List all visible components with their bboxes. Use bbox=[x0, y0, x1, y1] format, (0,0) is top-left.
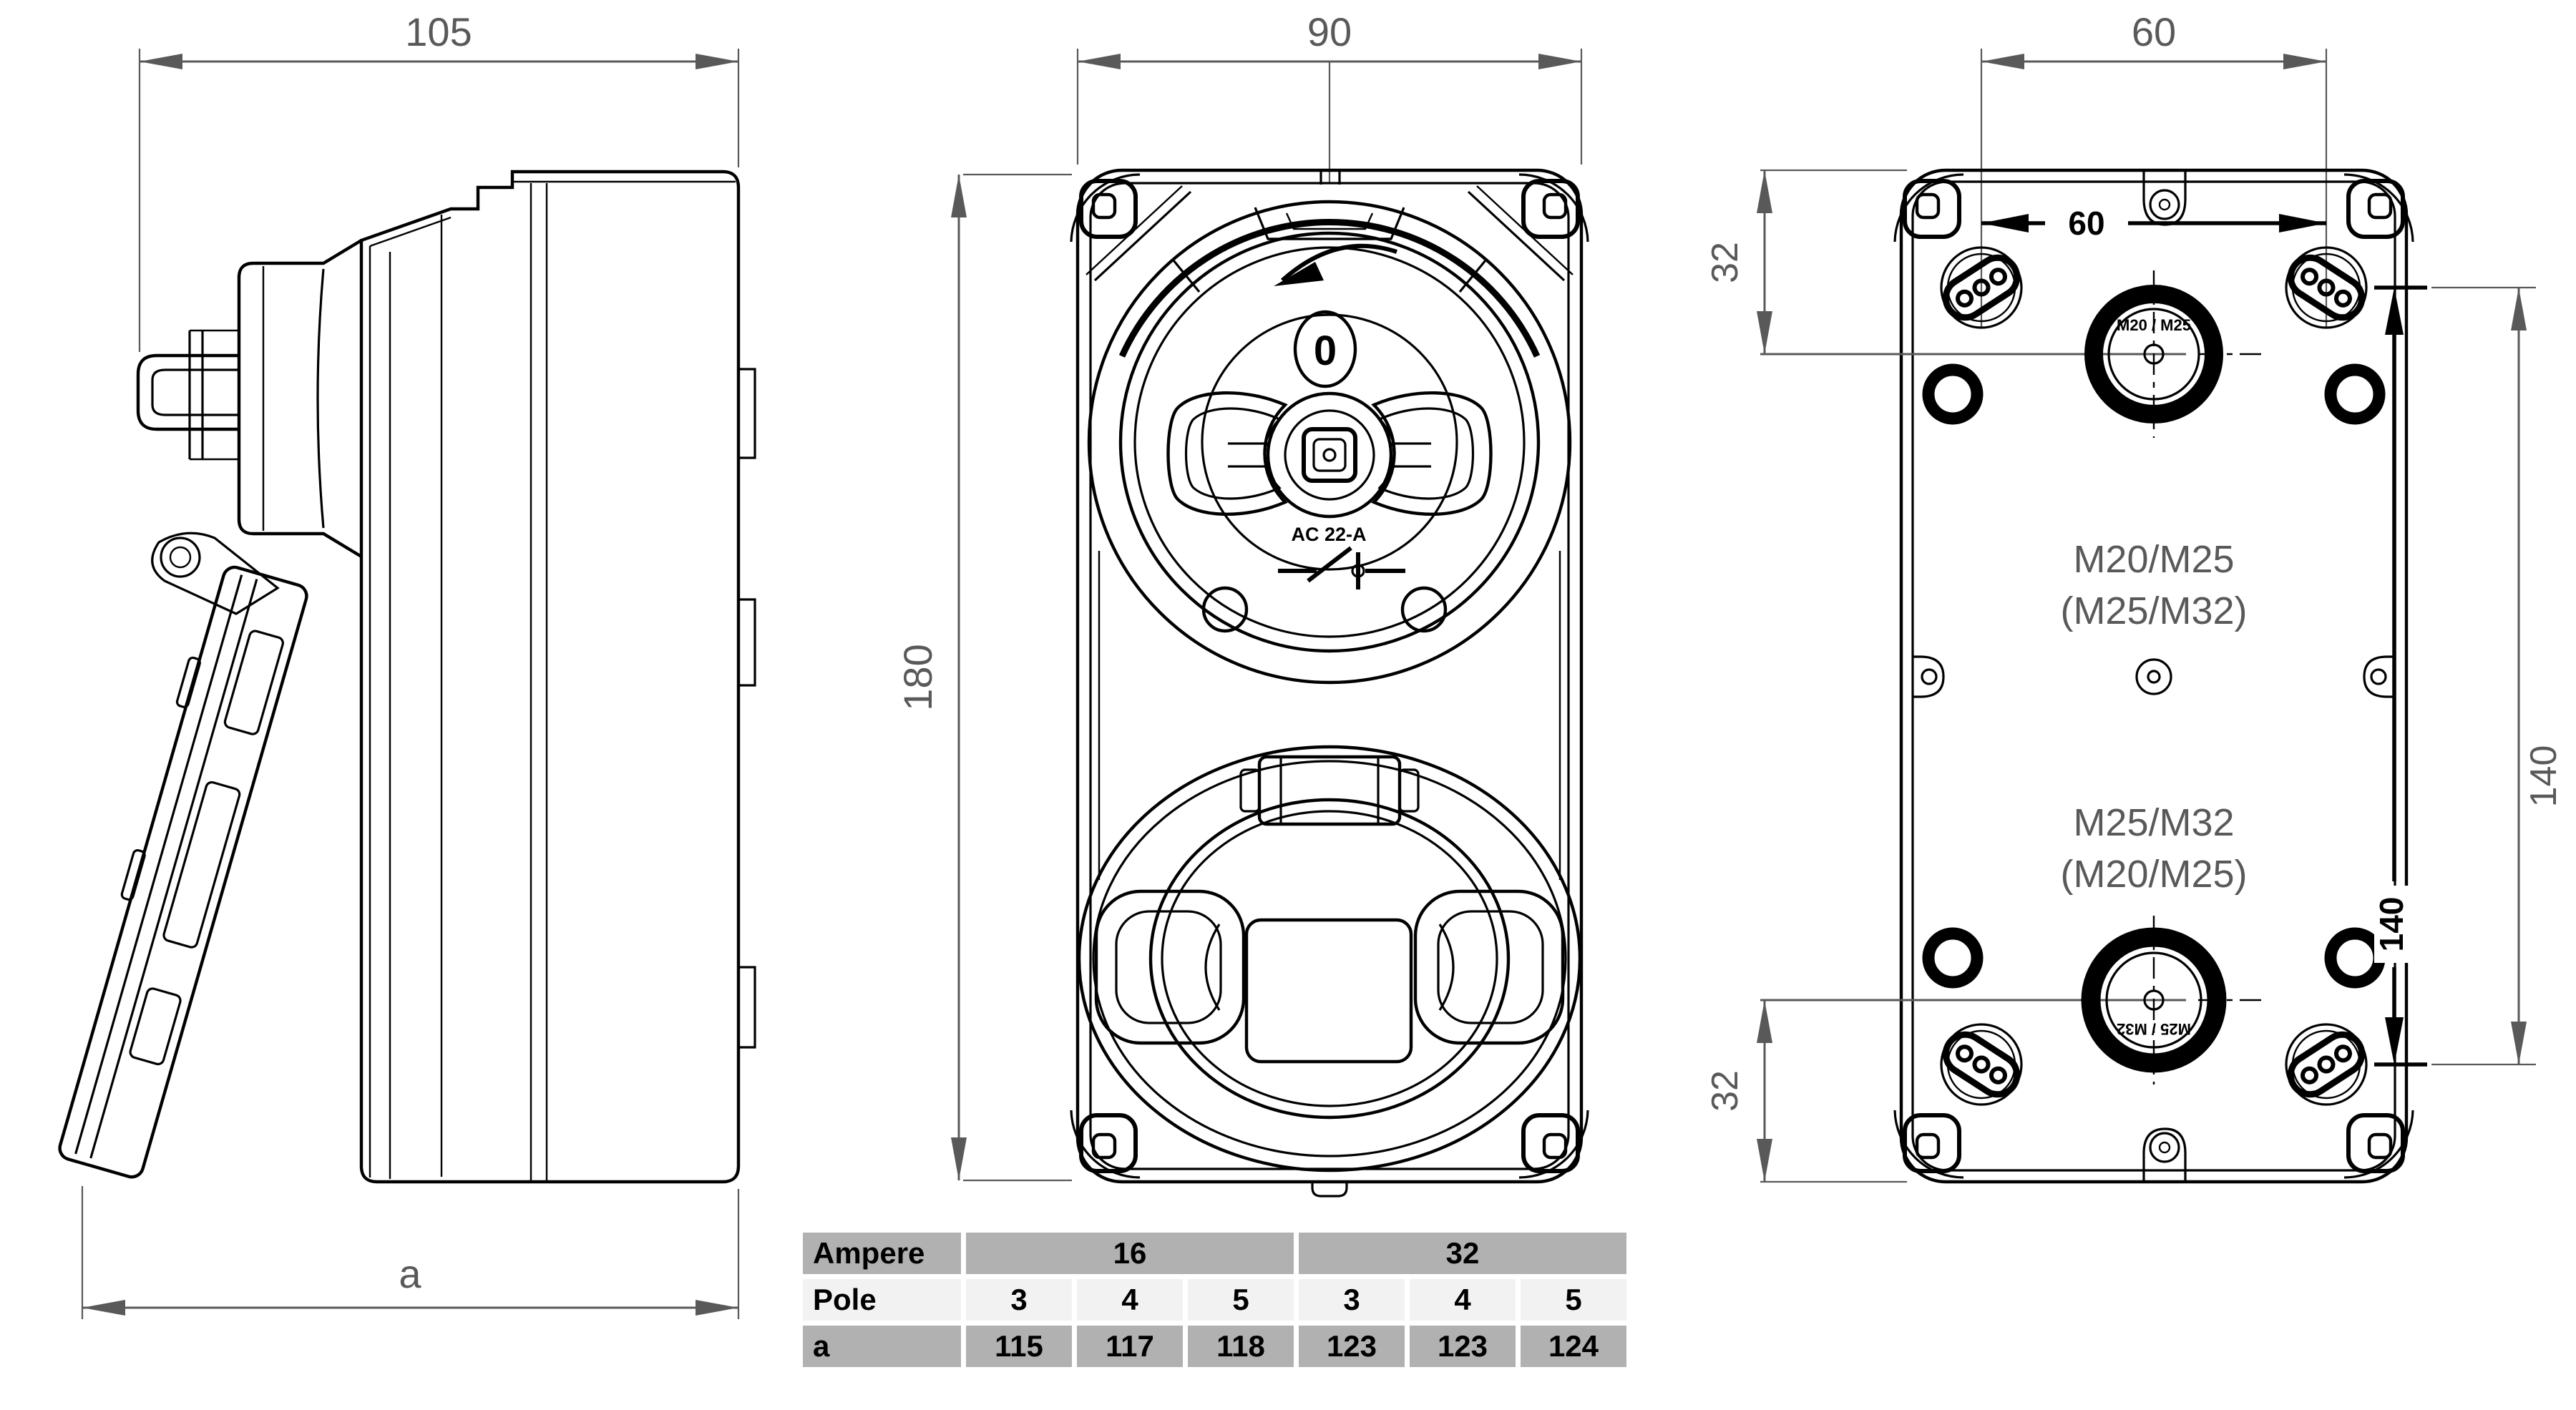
front-socket-lid bbox=[1077, 745, 1582, 1198]
front-enclosure bbox=[1075, 168, 1584, 1184]
gland-ring-top-left bbox=[1922, 363, 1984, 425]
main-knockout-top: M20 / M25 bbox=[2084, 270, 2223, 438]
knockout-top-text: M20 / M25 bbox=[2117, 316, 2191, 334]
rotation-arrowhead bbox=[1274, 262, 1324, 286]
table-cell-pole: 3 bbox=[1299, 1279, 1405, 1321]
knockout-bottom-text: M25 / M32 bbox=[2117, 1020, 2191, 1038]
dim-arrow-down bbox=[951, 1137, 967, 1180]
table-cell-pole: 5 bbox=[1521, 1279, 1626, 1321]
table-cell-pole: 5 bbox=[1188, 1279, 1294, 1321]
screw-boss-bottom-left bbox=[1895, 1110, 1963, 1178]
side-view: 105 a bbox=[58, 9, 756, 1319]
rotation-arrow bbox=[1281, 243, 1397, 283]
dim-arrow-up bbox=[951, 175, 967, 217]
back-top-offset-dimension: 32 bbox=[1704, 169, 1907, 354]
dim-arrow-left bbox=[1078, 54, 1121, 69]
dim-arrow-left bbox=[1981, 214, 2029, 232]
lid-label-plate bbox=[1244, 918, 1413, 1064]
side-hinge bbox=[151, 532, 280, 615]
load-break-switch-symbol bbox=[1278, 546, 1405, 589]
table-cell-a: 118 bbox=[1188, 1326, 1294, 1367]
dim-arrow-right bbox=[2283, 54, 2326, 69]
table-cell-pole: 4 bbox=[1410, 1279, 1516, 1321]
dim-arrow-right bbox=[696, 54, 738, 69]
front-view: 90 180 bbox=[895, 9, 1588, 1198]
gland-ring-top-right bbox=[2324, 363, 2386, 425]
back-outer-height-dimension: 140 bbox=[2431, 286, 2565, 1066]
table-cell-a: 117 bbox=[1077, 1326, 1183, 1367]
dim-32-bottom-label: 32 bbox=[1704, 1070, 1746, 1112]
gland-ring-bottom-left bbox=[1922, 927, 1984, 989]
table-cell-a: 115 bbox=[966, 1326, 1072, 1367]
back-bottom-offset-dimension: 32 bbox=[1704, 1000, 1907, 1183]
dim-arrow-down bbox=[1757, 1139, 1772, 1182]
cable-knockout-bottom-left bbox=[1926, 1009, 2037, 1120]
gland-ring-bottom-right bbox=[2324, 927, 2386, 989]
table-cell-pole: 4 bbox=[1077, 1279, 1183, 1321]
back-top-span-dimension: 60 bbox=[1980, 9, 2328, 328]
dim-180-label: 180 bbox=[895, 644, 940, 710]
front-height-dimension: 180 bbox=[895, 173, 1072, 1182]
dim-140-outer-label: 140 bbox=[2523, 745, 2565, 808]
dim-arrow-down bbox=[1757, 311, 1772, 354]
table-row-a-label: a bbox=[803, 1326, 961, 1367]
back-inner-span-dimension: 60 bbox=[1981, 205, 2326, 242]
side-width-dimension: 105 bbox=[138, 9, 740, 352]
screw-boss-top-right bbox=[2344, 175, 2413, 242]
gland-label-top-1: M20/M25 bbox=[2073, 538, 2234, 581]
screw-boss-top-left bbox=[1071, 175, 1140, 242]
dim-a-label: a bbox=[399, 1251, 421, 1296]
dim-60-inner-label: 60 bbox=[2068, 205, 2104, 242]
dim-90-label: 90 bbox=[1307, 9, 1352, 54]
dimension-table: Ampere 16 32 Pole 3 4 5 3 4 5 a 115 117 … bbox=[803, 1233, 1626, 1367]
dim-arrow-up bbox=[1757, 170, 1772, 213]
screw-boss-bottom-left bbox=[1071, 1110, 1140, 1178]
dim-105-label: 105 bbox=[405, 9, 472, 54]
screw-boss-bottom-right bbox=[1519, 1110, 1588, 1178]
gland-label-bottom-2: (M20/M25) bbox=[2060, 853, 2247, 896]
dim-60-top-label: 60 bbox=[2132, 9, 2176, 54]
back-inner-height-dimension: 140 bbox=[2373, 285, 2427, 1067]
side-mount-hook bbox=[136, 353, 239, 431]
side-socket-lid bbox=[58, 565, 308, 1179]
dim-32-top-label: 32 bbox=[1704, 242, 1746, 283]
dim-arrow-right bbox=[2279, 214, 2326, 232]
side-depth-dimension: a bbox=[81, 1186, 740, 1319]
dim-arrow-left bbox=[1981, 54, 2024, 69]
side-body bbox=[359, 170, 756, 1184]
dim-arrow-left bbox=[82, 1300, 125, 1316]
front-lid-hinge bbox=[1239, 755, 1420, 826]
dim-arrow-down bbox=[2511, 1022, 2527, 1064]
lid-handle-left bbox=[1094, 889, 1246, 1045]
gland-label-bottom-1: M25/M32 bbox=[2073, 801, 2234, 844]
side-switch-cover bbox=[188, 239, 363, 558]
switch-rating-label: AC 22-A bbox=[1291, 524, 1366, 545]
dim-arrow-up bbox=[2511, 288, 2527, 331]
front-width-dimension: 90 bbox=[1076, 9, 1583, 183]
table-header-16a: 16 bbox=[966, 1233, 1294, 1274]
lid-handle-right bbox=[1413, 889, 1565, 1045]
table-cell-a: 123 bbox=[1299, 1326, 1405, 1367]
table-header-ampere: Ampere bbox=[803, 1233, 961, 1274]
switch-position-label: 0 bbox=[1314, 328, 1337, 374]
screw-boss-top-left bbox=[1895, 175, 1963, 242]
gland-label-top-2: (M25/M32) bbox=[2060, 589, 2247, 632]
dim-140-inner-label: 140 bbox=[2373, 897, 2410, 952]
dim-arrow-right bbox=[696, 1300, 738, 1316]
back-view: 60 bbox=[1704, 9, 2565, 1184]
table-cell-a: 123 bbox=[1410, 1326, 1516, 1367]
table-cell-a: 124 bbox=[1521, 1326, 1626, 1367]
cable-knockout-bottom-right bbox=[2271, 1009, 2382, 1120]
main-knockout-bottom: M25 / M32 bbox=[2081, 916, 2227, 1085]
table-header-32a: 32 bbox=[1299, 1233, 1626, 1274]
table-row-pole-label: Pole bbox=[803, 1279, 961, 1321]
dim-arrow-right bbox=[1538, 54, 1581, 69]
dim-arrow-up bbox=[1757, 1000, 1772, 1043]
dim-arrow-left bbox=[140, 54, 182, 69]
front-switch: 0 AC 22-A bbox=[1087, 200, 1572, 685]
screw-boss-top-right bbox=[1519, 175, 1588, 242]
table-cell-pole: 3 bbox=[966, 1279, 1072, 1321]
screw-boss-bottom-right bbox=[2344, 1110, 2413, 1178]
